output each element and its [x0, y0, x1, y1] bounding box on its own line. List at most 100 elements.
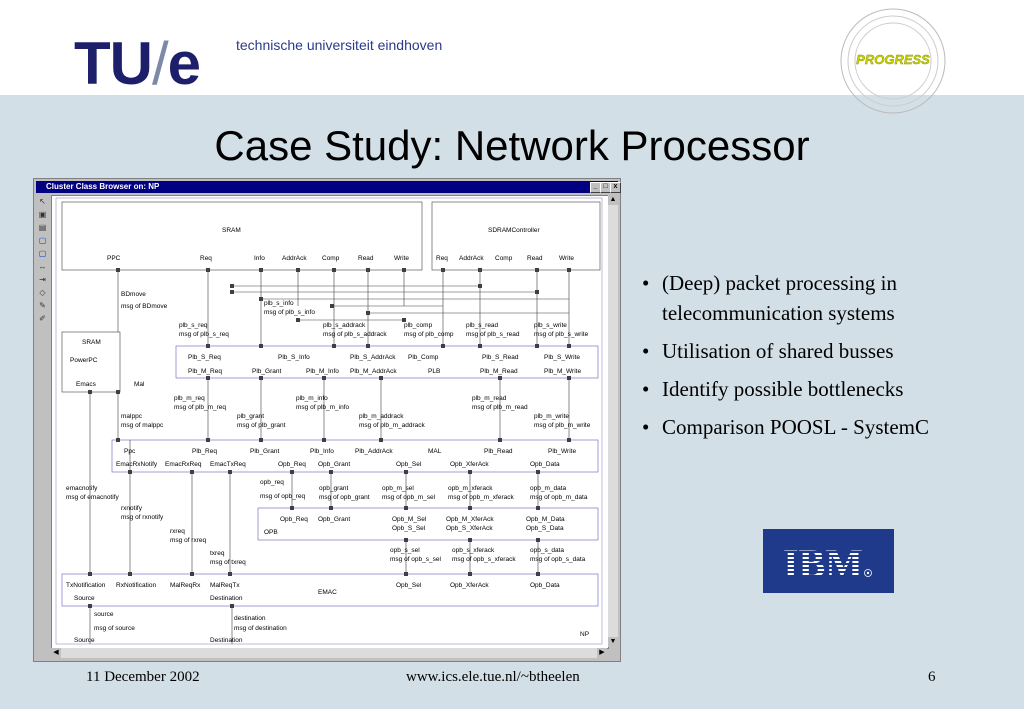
sram-left-port-mal: Mal — [134, 381, 145, 388]
ibm-logo: IBM — [763, 529, 894, 593]
mal-title: MAL — [428, 448, 442, 455]
mal-port-emacrxreq: EmacRxReq — [165, 461, 202, 468]
plb-port-s-read: Plb_S_Read — [482, 354, 519, 361]
cluster-tool-icon[interactable]: ▤ — [38, 223, 47, 232]
channel-msg: msg of opb_m_xferack — [448, 494, 515, 501]
progress-logo: PROGRESS — [840, 8, 946, 114]
edit-tool-icon[interactable]: ✎ — [39, 301, 46, 310]
diagram-canvas[interactable]: SRAM PPC Req Info AddrAck Comp Read Writ… — [51, 195, 609, 649]
footer-url[interactable]: www.ics.ele.tue.nl/~btheelen — [406, 669, 580, 685]
connect-tool-icon[interactable]: ◇ — [39, 288, 46, 297]
channel-label: opb_grant — [319, 485, 348, 492]
opb-port-m-sel: Opb_M_Sel — [392, 516, 427, 523]
channel-label: opb_s_sel — [390, 547, 420, 554]
channel-msg: msg of plb_m_write — [534, 422, 591, 429]
horizontal-scrollbar[interactable]: ◀ ▶ — [51, 648, 607, 658]
channel-label: emacnotify — [66, 485, 98, 492]
emac-port-destination: Destination — [210, 595, 243, 602]
channel-msg: msg of plb_s_write — [534, 331, 589, 338]
tue-logo: TU/e — [74, 34, 201, 94]
opb-port-s-data: Opb_S_Data — [526, 525, 564, 532]
emac-title: EMAC — [318, 589, 337, 596]
sram-left-sub: PowerPC — [70, 357, 98, 364]
sram-left-title: SRAM — [82, 339, 101, 346]
channel-msg: msg of opb_m_sel — [382, 494, 436, 501]
channel-label: source — [94, 611, 114, 618]
plb-port-comp: Plb_Comp — [408, 354, 439, 361]
select-tool-icon[interactable]: ✐ — [39, 314, 46, 323]
scroll-up-icon[interactable]: ▲ — [608, 195, 618, 205]
close-button[interactable]: x — [610, 182, 621, 193]
channel-msg: msg of emacnotify — [66, 494, 119, 501]
university-name: technische universiteit eindhoven — [236, 37, 443, 53]
opb-port-opb-req: Opb_Req — [280, 516, 308, 523]
mal-port-opb-req: Opb_Req — [278, 461, 306, 468]
line-tool-icon[interactable]: ⇥ — [39, 275, 46, 284]
opb-port-s-xferack: Opb_S_XferAck — [446, 525, 493, 532]
np-port-destination: Destination — [210, 637, 243, 644]
channel-label: malppc — [121, 413, 143, 420]
channel-msg: msg of opb_grant — [319, 494, 370, 501]
mal-port-opb-grant: Opb_Grant — [318, 461, 350, 468]
channel-msg: msg of malppc — [121, 422, 164, 429]
scroll-left-icon[interactable]: ◀ — [51, 648, 61, 658]
sdram-port-write: Write — [559, 255, 574, 262]
opb-title: OPB — [264, 529, 278, 536]
scroll-right-icon[interactable]: ▶ — [597, 648, 607, 658]
channel-label: rxreq — [170, 528, 185, 535]
channel-label: plb_s_read — [466, 322, 499, 329]
channel-msg: msg of plb_m_addrack — [359, 422, 426, 429]
instance-tool-icon[interactable]: ▢ — [38, 249, 47, 258]
mal-port-ppc: Ppc — [124, 448, 136, 455]
channel-label: txreq — [210, 550, 225, 557]
sdram-port-read: Read — [527, 255, 543, 262]
sram-top-title: SRAM — [222, 227, 241, 234]
channel-label: plb_m_info — [296, 395, 328, 402]
channel-msg: msg of rxreq — [170, 537, 207, 544]
vertical-scrollbar[interactable]: ▲ ▼ — [608, 195, 618, 647]
channel-msg: msg of plb_comp — [404, 331, 454, 338]
channel-label: destination — [234, 615, 266, 622]
channel-msg: msg of opb_s_data — [530, 556, 586, 563]
logo-tu: TU — [74, 30, 153, 97]
sram-left-port-emacs: Emacs — [76, 381, 97, 388]
opb-port-m-xferack: Opb_M_XferAck — [446, 516, 494, 523]
np-port-source: Source — [74, 637, 95, 644]
channel-msg: msg of opb_s_xferack — [452, 556, 516, 563]
opb-port-opb-grant: Opb_Grant — [318, 516, 350, 523]
emac-port-opb-sel: Opb_Sel — [396, 582, 422, 589]
channel-msg: msg of txreq — [210, 559, 246, 566]
mal-port-opb-data: Opb_Data — [530, 461, 560, 468]
scroll-down-icon[interactable]: ▼ — [608, 637, 618, 647]
sram-port-addrack: AddrAck — [282, 255, 307, 262]
bullet-item: Comparison POOSL - SystemC — [640, 412, 1020, 442]
channel-tool-icon[interactable]: ↔ — [38, 262, 47, 271]
channel-label: plb_m_read — [472, 395, 507, 402]
port-tool-icon[interactable]: ▢ — [38, 236, 47, 245]
header-bar: TU/e technische universiteit eindhoven — [0, 0, 1024, 95]
process-tool-icon[interactable]: ▣ — [38, 210, 47, 219]
channel-msg: msg of plb_m_read — [472, 404, 528, 411]
sram-port-read: Read — [358, 255, 374, 262]
plb-port-m-addrack: Plb_M_AddrAck — [350, 368, 397, 375]
channel-msg: msg of destination — [234, 625, 287, 632]
channel-msg: msg of source — [94, 625, 135, 632]
mal-port-opb-xferack: Opb_XferAck — [450, 461, 489, 468]
bullet-item: Identify possible bottlenecks — [640, 374, 1020, 404]
channel-label: rxnotify — [121, 505, 143, 512]
sdram-port-req: Req — [436, 255, 448, 262]
channel-msg: msg of plb_s_info — [264, 309, 315, 316]
window-titlebar[interactable]: Cluster Class Browser on: NP _ □ x — [36, 181, 621, 193]
channel-msg: msg of plb_s_req — [179, 331, 229, 338]
channel-msg: msg of opb_m_data — [530, 494, 588, 501]
logo-e: e — [167, 30, 201, 97]
channel-label: BDmove — [121, 291, 146, 298]
channel-label: plb_m_addrack — [359, 413, 404, 420]
sdram-port-addrack: AddrAck — [459, 255, 484, 262]
tool-palette: ↖ ▣ ▤ ▢ ▢ ↔ ⇥ ◇ ✎ ✐ — [36, 195, 50, 651]
emac-port-rxnotification: RxNotification — [116, 582, 156, 589]
pointer-tool-icon[interactable]: ↖ — [39, 197, 46, 206]
sram-port-info: Info — [254, 255, 265, 262]
plb-port-m-info: Plb_M_Info — [306, 368, 339, 375]
opb-port-m-data: Opb_M_Data — [526, 516, 565, 523]
